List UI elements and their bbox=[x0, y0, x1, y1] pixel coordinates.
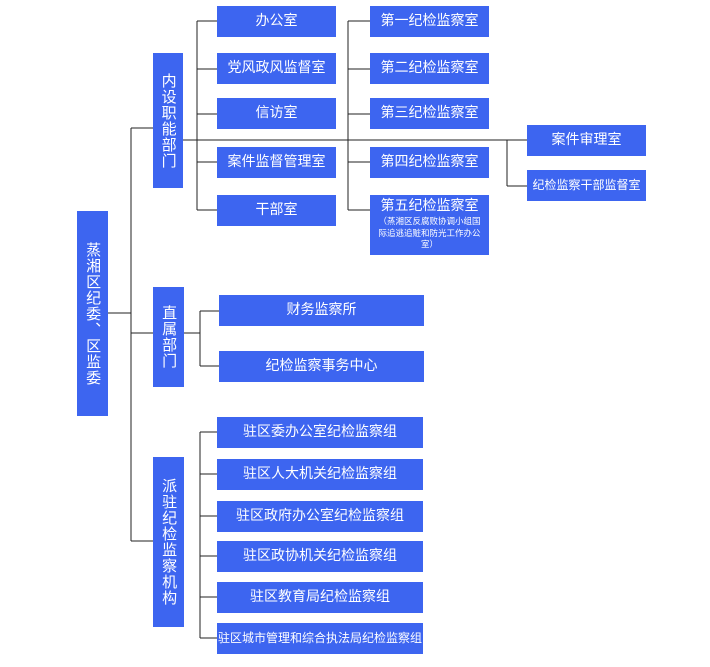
node-label: 驻区政府办公室纪检监察组 bbox=[236, 508, 404, 525]
node-room-5: 第五纪检监察室 （蒸湘区反腐败协调小组国际追逃追赃和防光工作办公室） bbox=[370, 195, 489, 255]
root-node: 蒸湘区纪委、区监委 bbox=[77, 211, 108, 416]
node-dispatch-1: 驻区委办公室纪检监察组 bbox=[217, 417, 423, 448]
node-label: 驻区教育局纪检监察组 bbox=[250, 589, 390, 606]
node-dispatch-3: 驻区政府办公室纪检监察组 bbox=[217, 501, 423, 532]
node-affairs-center: 纪检监察事务中心 bbox=[219, 351, 424, 382]
group-internal: 内设职能部门 bbox=[153, 53, 183, 188]
node-party-style: 党风政风监督室 bbox=[217, 53, 336, 84]
node-sublabel: （蒸湘区反腐败协调小组国际追逃追赃和防光工作办公室） bbox=[378, 217, 481, 251]
node-label: 党风政风监督室 bbox=[227, 60, 326, 77]
node-cadre: 干部室 bbox=[217, 195, 336, 226]
node-room-4: 第四纪检监察室 bbox=[370, 147, 489, 178]
node-dispatch-4: 驻区政协机关纪检监察组 bbox=[217, 541, 423, 572]
root-label: 蒸湘区纪委、区监委 bbox=[84, 241, 103, 386]
node-label: 第五纪检监察室 bbox=[380, 198, 479, 215]
node-label: 案件监督管理室 bbox=[227, 154, 326, 171]
node-label: 驻区人大机关纪检监察组 bbox=[243, 466, 397, 483]
group-internal-label: 内设职能部门 bbox=[159, 72, 178, 169]
group-dispatched-label: 派驻纪检监察机构 bbox=[160, 478, 179, 606]
node-label: 驻区委办公室纪检监察组 bbox=[243, 424, 397, 441]
node-case-review: 案件审理室 bbox=[527, 125, 646, 156]
node-label: 第二纪检监察室 bbox=[380, 60, 479, 77]
node-cadre-supervision: 纪检监察干部监督室 bbox=[527, 170, 646, 201]
group-dispatched: 派驻纪检监察机构 bbox=[153, 457, 184, 627]
node-room-2: 第二纪检监察室 bbox=[370, 53, 489, 84]
node-label: 案件审理室 bbox=[551, 132, 622, 149]
node-room-1: 第一纪检监察室 bbox=[370, 6, 489, 37]
node-label: 干部室 bbox=[255, 202, 298, 219]
group-direct-label: 直属部门 bbox=[160, 305, 179, 369]
node-room-3: 第三纪检监察室 bbox=[370, 98, 489, 129]
node-finance: 财务监察所 bbox=[219, 295, 424, 326]
node-label: 纪检监察干部监督室 bbox=[532, 178, 641, 193]
group-direct: 直属部门 bbox=[153, 287, 184, 387]
node-label: 驻区政协机关纪检监察组 bbox=[243, 548, 397, 565]
node-label: 财务监察所 bbox=[286, 302, 357, 319]
node-label: 驻区城市管理和综合执法局纪检监察组 bbox=[217, 631, 422, 646]
node-office: 办公室 bbox=[217, 6, 336, 37]
node-petition: 信访室 bbox=[217, 98, 336, 129]
node-label: 办公室 bbox=[255, 13, 298, 30]
node-label: 第一纪检监察室 bbox=[380, 13, 479, 30]
node-label: 信访室 bbox=[255, 105, 298, 122]
node-dispatch-5: 驻区教育局纪检监察组 bbox=[217, 582, 423, 613]
node-label: 第四纪检监察室 bbox=[380, 154, 479, 171]
node-case-supervision: 案件监督管理室 bbox=[217, 147, 336, 178]
node-dispatch-2: 驻区人大机关纪检监察组 bbox=[217, 459, 423, 490]
node-dispatch-6: 驻区城市管理和综合执法局纪检监察组 bbox=[217, 623, 423, 654]
node-label: 纪检监察事务中心 bbox=[265, 358, 378, 375]
node-label: 第三纪检监察室 bbox=[380, 105, 479, 122]
